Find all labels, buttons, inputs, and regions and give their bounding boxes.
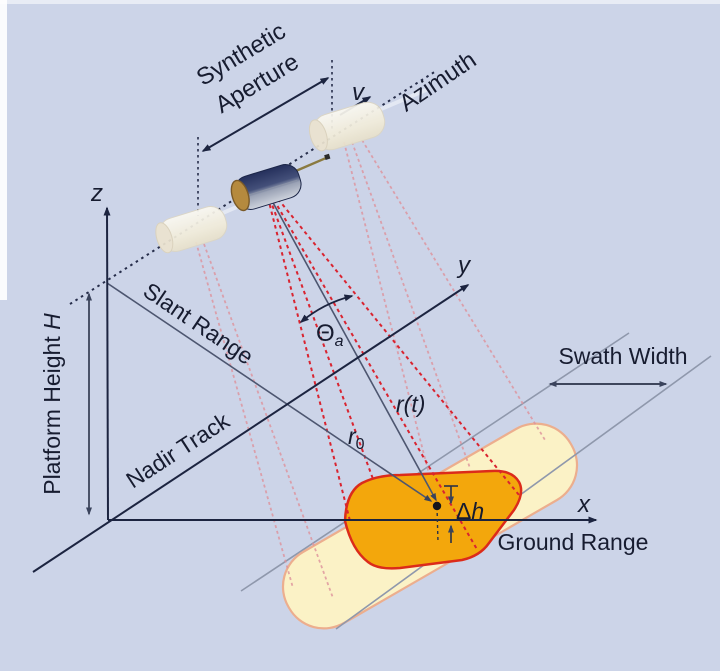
label-z-axis: z [90, 180, 103, 207]
delta-h-symbol: h [471, 498, 484, 524]
label-ground-range: Ground Range [498, 529, 649, 555]
satellite-main [230, 153, 331, 212]
ghost-beam-fore-inner [343, 141, 431, 479]
label-velocity: v [352, 79, 366, 106]
target-point [432, 501, 442, 511]
ghost-beam-fore-right [361, 139, 546, 441]
ghost-beam-fore-left [351, 141, 471, 469]
z-axis [103, 206, 111, 521]
satellite-boom [294, 156, 329, 173]
beam-edge-right-inner [273, 199, 479, 552]
satellite-body-seam [241, 179, 298, 198]
y-axis-nadir-track [32, 284, 470, 573]
ghost-satellite-endcap [155, 222, 174, 254]
satellite-boom-tip [324, 153, 331, 160]
ghost-beam-aft-right [203, 243, 334, 599]
ghost-beam-group [195, 139, 546, 599]
swath-edge-line-near [240, 332, 630, 592]
r0-base: r [348, 423, 357, 449]
label-x-axis: x [577, 491, 591, 518]
range-rt-line [270, 198, 437, 502]
swath-edge-line-far [335, 355, 712, 630]
label-swath-width: Swath Width [558, 343, 687, 369]
label-platform-height-symbol: H [39, 313, 65, 330]
label-y-axis: y [456, 252, 472, 279]
frame-edge-top [0, 0, 720, 4]
ghost-satellite-endcap [308, 119, 328, 152]
satellite-aft-ghost [155, 195, 260, 254]
ghost-boom-streak [373, 87, 428, 114]
label-r-t: r(t) [396, 391, 425, 417]
frame-edge-left [0, 0, 7, 300]
r0-subscript: 0 [356, 436, 365, 453]
theta-subscript: a [335, 333, 344, 350]
label-platform-height: Platform Height H [39, 313, 65, 495]
synthetic-aperture-extent-arrow [201, 77, 330, 152]
theta-symbol: Θ [316, 320, 335, 347]
delta-symbol: Δ [456, 498, 471, 524]
label-platform-height-text: Platform Height [39, 330, 65, 495]
label-delta-h: Δh [456, 498, 484, 524]
beam-edge-left-inner [269, 198, 374, 480]
label-theta-a: Θa [316, 320, 344, 350]
beam-edge-group [267, 197, 520, 552]
label-r0: r0 [348, 423, 365, 453]
beam-edge-right-outer [277, 198, 520, 496]
slant-range-r0-line [106, 282, 433, 502]
satellite-fore-ghost [308, 87, 428, 152]
satellite-endcap [230, 179, 250, 212]
azimuth-beamwidth-arc [299, 294, 354, 323]
